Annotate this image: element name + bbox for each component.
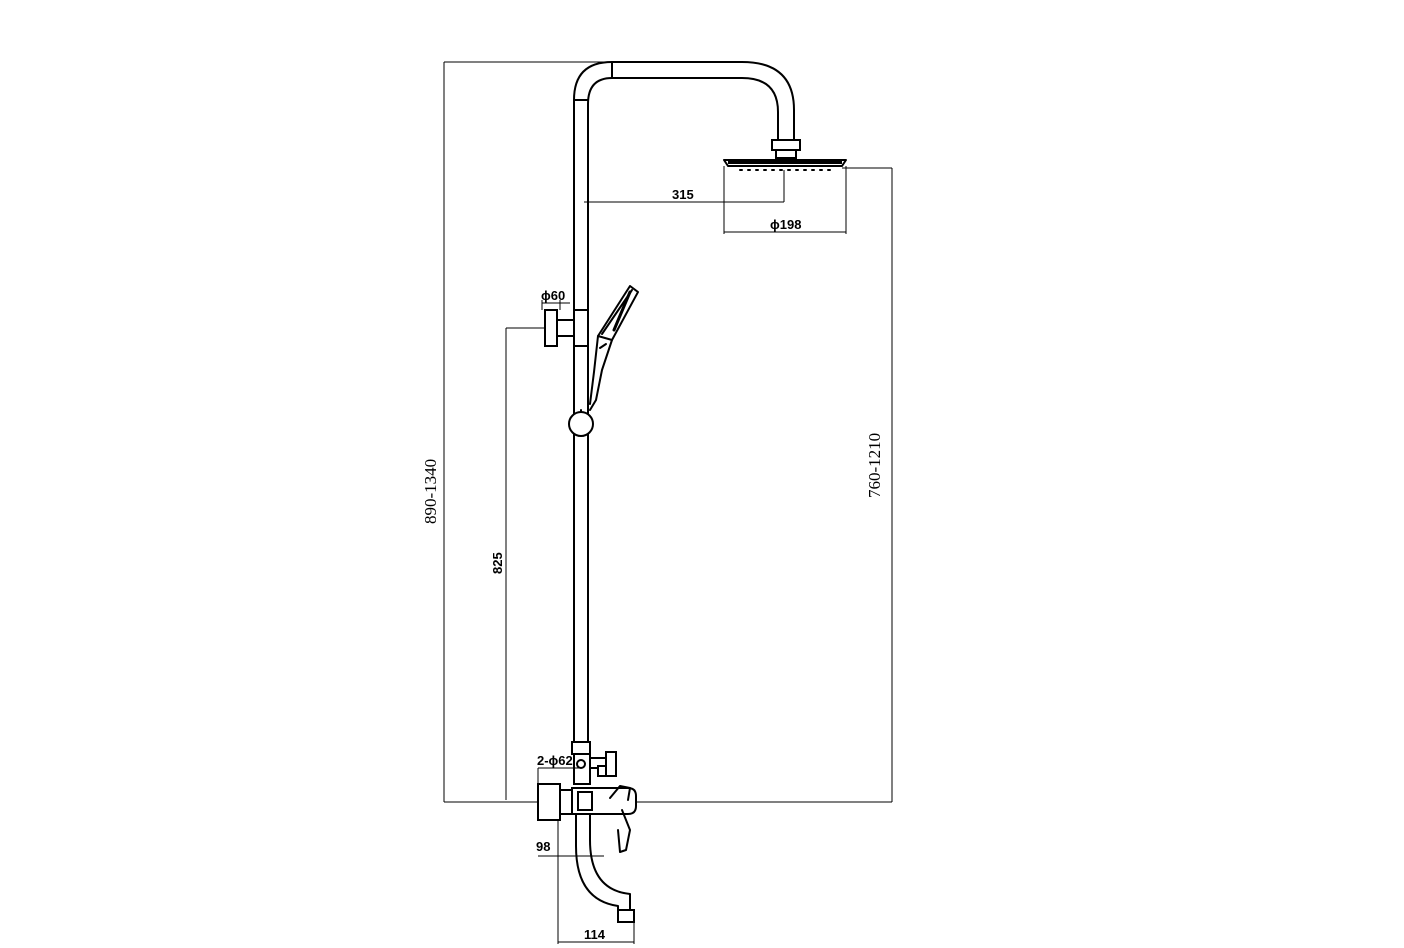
hand-shower [589, 285, 639, 411]
bath-spout [575, 813, 635, 923]
shower-head-height-label: 760-1210 [865, 433, 884, 498]
overall-height-label: 890-1340 [421, 459, 440, 524]
arm-projection-label: 315 [672, 187, 694, 202]
hand-bracket-label: ϕ60 [541, 288, 565, 303]
wall-flanges-label: 2-ϕ62 [537, 753, 573, 768]
dimension-lines [443, 61, 893, 944]
bracket-height-label: 825 [490, 552, 505, 574]
spout-reach-label: 114 [584, 927, 606, 942]
head-diameter-label: ϕ198 [770, 217, 801, 232]
mixer-body [537, 783, 637, 853]
slide-knob [568, 409, 594, 437]
riser-and-arm [573, 61, 795, 749]
diverter [571, 741, 617, 785]
overhead-shower-head [723, 139, 847, 171]
mixer-depth-label: 98 [536, 839, 550, 854]
hand-shower-bracket [544, 309, 589, 347]
